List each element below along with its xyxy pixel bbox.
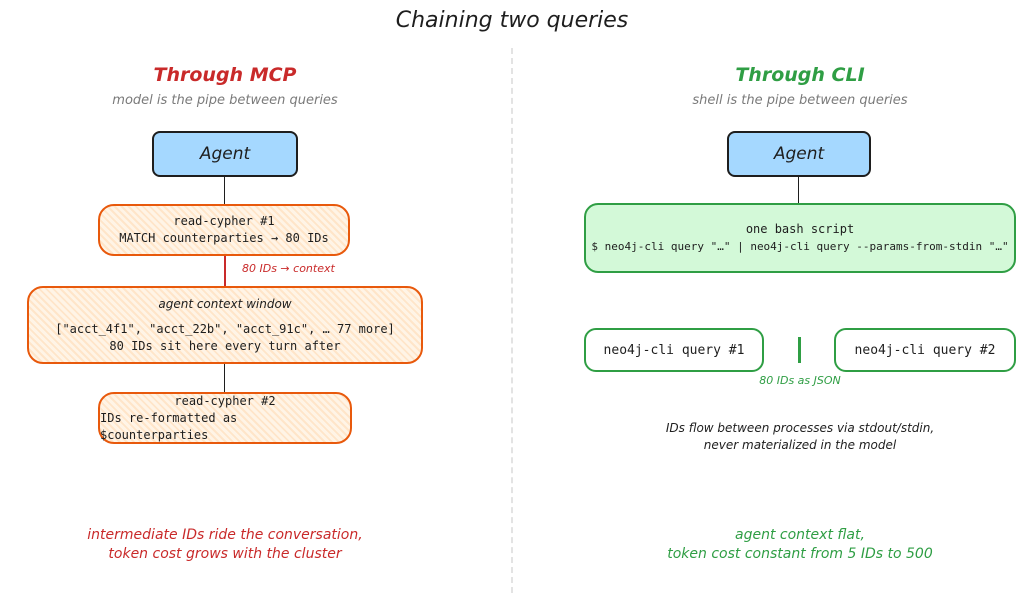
cli-pipe-connector (798, 337, 801, 363)
cli-query-2: neo4j-cli query #2 (834, 328, 1016, 372)
cli-note: IDs flow between processes via stdout/st… (584, 420, 1016, 454)
mcp-context-title: agent context window (158, 296, 292, 311)
cli-footer: agent context flat, token cost constant … (584, 526, 1016, 564)
mcp-footer-line2: token cost grows with the cluster (108, 546, 342, 562)
cli-heading: Through CLI (735, 64, 865, 86)
panel-divider (511, 48, 513, 593)
mcp-connector-query1-context (224, 256, 226, 286)
mcp-context-ids: ["acct_4f1", "acct_22b", "acct_91c", … 7… (55, 321, 395, 336)
cli-script-title: one bash script (745, 222, 855, 236)
cli-footer-line1: agent context flat, (735, 527, 865, 543)
mcp-read-cypher-2: read-cypher #2 IDs re-formatted as $coun… (98, 392, 352, 444)
mcp-query2-body: IDs re-formatted as $counterparties (100, 410, 238, 442)
cli-subtitle: shell is the pipe between queries (692, 93, 908, 108)
mcp-heading: Through MCP (153, 64, 297, 86)
cli-note-line1: IDs flow between processes via stdout/st… (665, 421, 935, 435)
mcp-connector-agent-query1 (224, 177, 225, 204)
mcp-read-cypher-1: read-cypher #1 MATCH counterparties → 80… (98, 204, 350, 256)
page-title: Chaining two queries (395, 8, 629, 33)
cli-bash-script: one bash script $ neo4j-cli query "…" | … (584, 203, 1016, 273)
cli-script-command: $ neo4j-cli query "…" | neo4j-cli query … (591, 240, 1009, 253)
cli-note-line2: never materialized in the model (703, 438, 897, 452)
mcp-agent-context-window: agent context window ["acct_4f1", "acct_… (27, 286, 423, 364)
mcp-context-note: 80 IDs sit here every turn after (109, 338, 341, 353)
mcp-query2-title: read-cypher #2 (174, 393, 276, 408)
cli-connector-agent-script (798, 177, 799, 203)
cli-footer-line2: token cost constant from 5 IDs to 500 (667, 546, 933, 562)
mcp-connector-context-query2 (224, 364, 225, 392)
cli-agent-node: Agent (727, 131, 871, 177)
mcp-edge-label: 80 IDs → context (242, 262, 335, 275)
mcp-subtitle: model is the pipe between queries (112, 93, 338, 108)
cli-pipe-label: 80 IDs as JSON (759, 374, 841, 387)
mcp-footer-line1: intermediate IDs ride the conversation, (87, 527, 363, 543)
mcp-footer: intermediate IDs ride the conversation, … (26, 526, 424, 564)
cli-query-1: neo4j-cli query #1 (584, 328, 764, 372)
mcp-query1-body: MATCH counterparties → 80 IDs (119, 231, 329, 245)
mcp-query1-title: read-cypher #1 (173, 214, 275, 228)
mcp-agent-node: Agent (152, 131, 298, 177)
